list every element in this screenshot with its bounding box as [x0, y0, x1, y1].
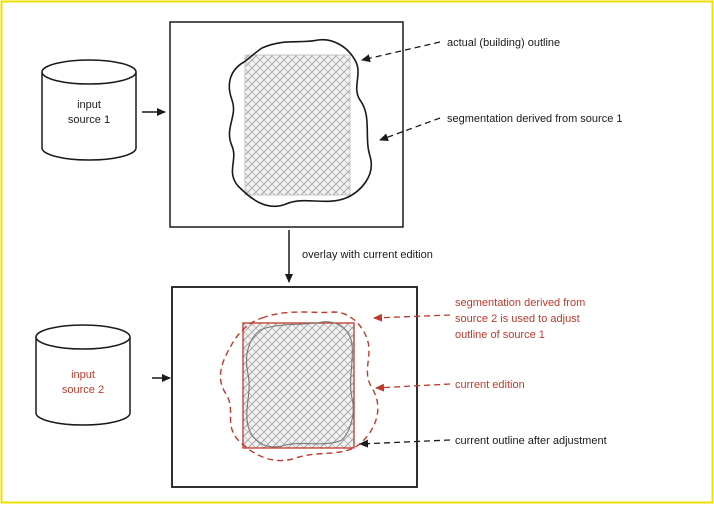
label-segmentation-source-1: segmentation derived from source 1 — [447, 113, 622, 125]
label-segmentation-source-2-line1: segmentation derived from — [455, 297, 585, 309]
label-overlay-transition: overlay with current edition — [302, 249, 433, 261]
label-building-outline: actual (building) outline — [447, 37, 560, 49]
input-source-2-label-line1: input — [71, 369, 95, 381]
arrow-to-segmentation-source-1 — [379, 117, 441, 142]
input-source-2-label-line2: source 2 — [62, 384, 104, 396]
label-segmentation-source-2-line2: source 2 is used to adjust — [455, 313, 580, 325]
arrow-to-adjusted-outline — [359, 439, 451, 448]
arrow-to-current-edition — [375, 383, 451, 392]
bottom-adjusted-outline — [245, 321, 354, 448]
bottom-current-edition-outline — [219, 311, 379, 462]
arrow-to-building-outline — [361, 41, 441, 63]
label-current-edition: current edition — [455, 379, 525, 391]
bottom-segmentation-area — [242, 322, 355, 449]
top-building-outline — [228, 38, 373, 208]
input-source-1-cylinder: input source 1 — [41, 59, 137, 161]
label-segmentation-source-2-line3: outline of source 1 — [455, 329, 545, 341]
arrow-to-segmentation-source-2 — [373, 313, 451, 322]
input-source-2-cylinder: input source 2 — [35, 324, 131, 426]
input-source-1-label-line2: source 1 — [68, 114, 110, 126]
label-adjusted-outline: current outline after adjustment — [455, 435, 607, 447]
input-source-1-label-line1: input — [77, 99, 101, 111]
top-segmentation-area — [244, 54, 351, 196]
